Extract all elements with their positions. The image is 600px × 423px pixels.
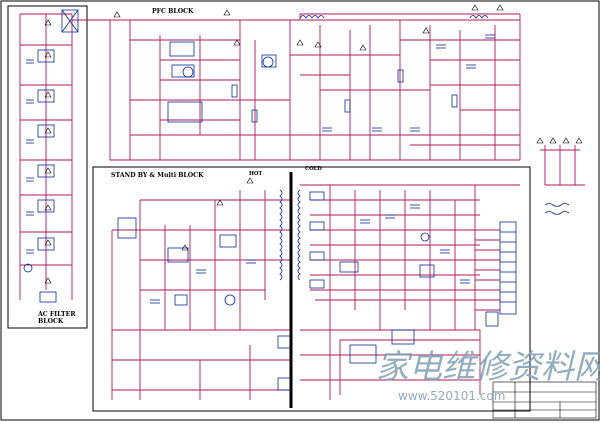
cold-label: COLD xyxy=(305,166,322,172)
wiring xyxy=(19,13,585,400)
warning-triangles xyxy=(44,4,583,284)
watermark-cjk: 家电维修资料网 xyxy=(376,347,600,386)
ac-filter-block-frame xyxy=(7,5,88,329)
pfc-block-label: PFC BLOCK xyxy=(152,8,194,15)
standby-block-label: STAND BY & Multi BLOCK xyxy=(111,172,204,179)
standby-block-frame xyxy=(92,166,531,412)
hot-label: HOT xyxy=(249,171,262,177)
components xyxy=(23,9,570,391)
watermark-url: www.520101.com xyxy=(398,389,505,403)
ac-filter-label-line2: BLOCK xyxy=(38,318,64,325)
title-block xyxy=(492,381,597,419)
ac-filter-label-line1: AC FILTER xyxy=(37,311,76,318)
